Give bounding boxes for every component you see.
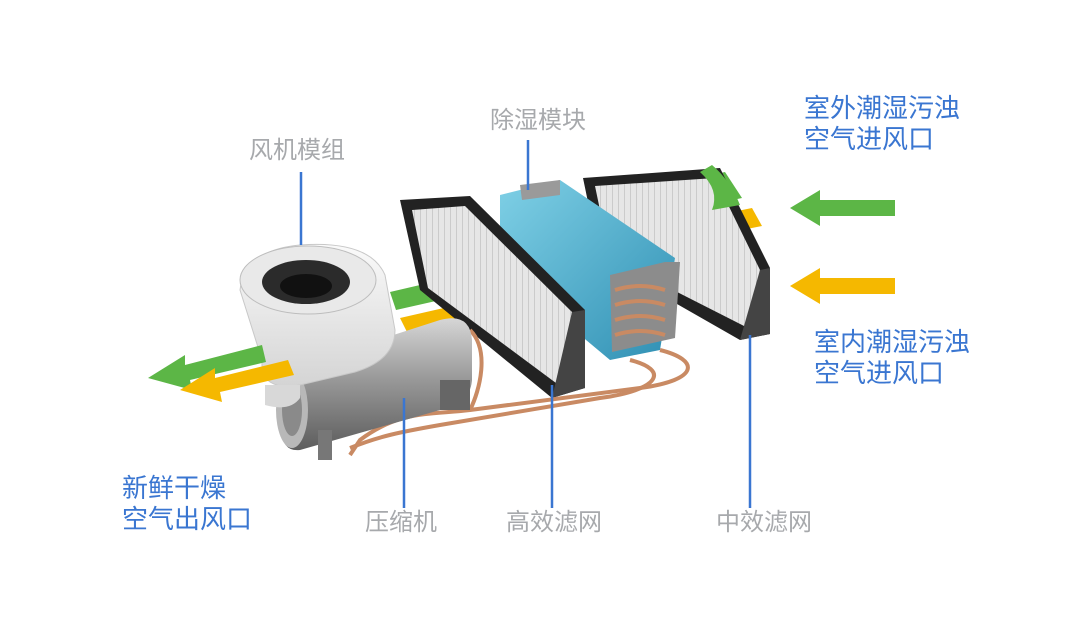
fan-module-label: 风机模组 xyxy=(249,136,345,164)
fresh-outlet-line-2: 空气出风口 xyxy=(122,504,253,535)
indoor-inlet-line-2: 空气进风口 xyxy=(814,358,945,389)
outdoor-inlet-line-1: 室外潮湿污浊 xyxy=(804,94,961,124)
hepa-filter xyxy=(400,196,585,398)
medium-filter-label: 中效滤网 xyxy=(716,508,812,536)
outdoor-inlet-label: 室外潮湿污浊 空气进风口 xyxy=(804,94,960,155)
leader-lines xyxy=(299,140,752,508)
yellow-arrow-icon xyxy=(180,360,294,402)
green-arrow-icon xyxy=(790,190,895,226)
compressor-label: 压缩机 xyxy=(365,508,437,536)
fresh-outlet-line-1: 新鲜干燥 xyxy=(122,474,227,504)
fresh-outlet-label: 新鲜干燥 空气出风口 xyxy=(122,474,252,535)
indoor-inlet-label: 室内潮湿污浊 空气进风口 xyxy=(814,328,970,389)
outdoor-inlet-line-2: 空气进风口 xyxy=(804,124,935,155)
green-arrow-icon xyxy=(700,165,740,210)
indoor-inlet-line-1: 室内潮湿污浊 xyxy=(814,328,971,358)
fan-module xyxy=(239,243,396,408)
yellow-arrow-icon xyxy=(790,268,895,304)
dehumidify-module-label: 除湿模块 xyxy=(490,106,586,134)
dehumidify-coil xyxy=(500,180,680,360)
medium-filter xyxy=(583,168,770,340)
hepa-filter-label: 高效滤网 xyxy=(506,508,602,536)
green-arrow-icon xyxy=(148,345,266,390)
